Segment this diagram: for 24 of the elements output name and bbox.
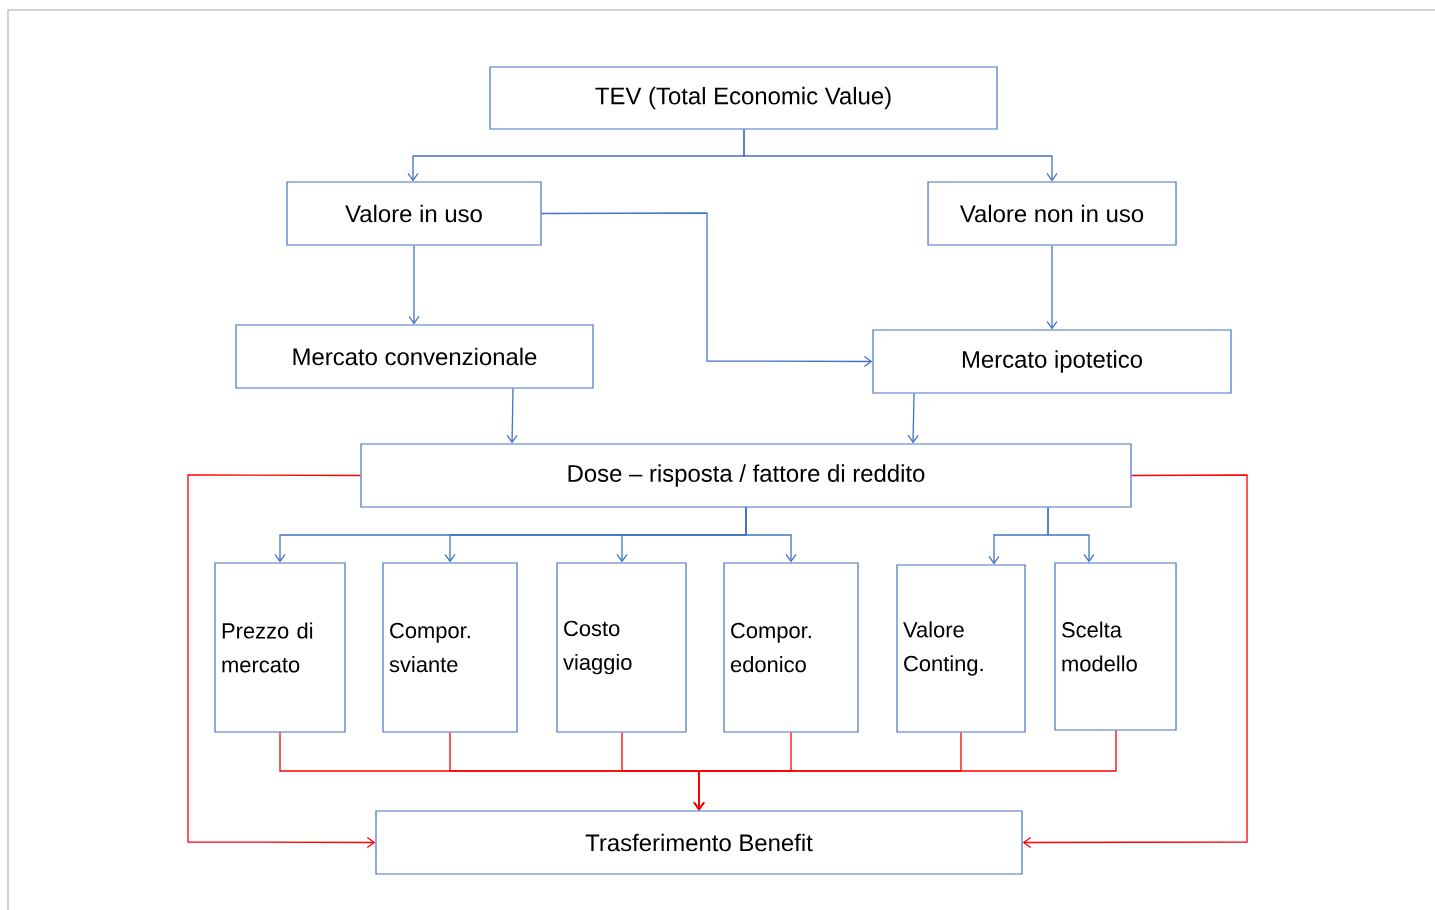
- process-box: Valore in uso: [286, 181, 542, 246]
- arrow: [1046, 244, 1058, 330]
- method-box: Prezzo di mercato: [214, 562, 346, 733]
- process-box: Dose – risposta / fattore di reddito: [360, 443, 1132, 508]
- arrow: [540, 212, 873, 368]
- method-box: Compor. sviante: [382, 562, 518, 733]
- method-box: Valore Conting.: [896, 564, 1026, 733]
- process-box: Mercato convenzionale: [235, 324, 594, 389]
- arrow: [187, 474, 376, 849]
- arrow: [693, 729, 1117, 811]
- method-box: Scelta modello: [1054, 562, 1177, 731]
- process-box: TEV (Total Economic Value): [489, 66, 998, 130]
- arrow: [1022, 474, 1248, 849]
- process-box: Valore non in uso: [927, 181, 1177, 246]
- arrow: [907, 392, 919, 444]
- arrow: [1047, 506, 1095, 563]
- arrow: [743, 128, 1058, 182]
- arrow: [506, 387, 518, 444]
- process-box: Trasferimento Benefit: [375, 810, 1023, 875]
- arrow: [408, 244, 420, 325]
- process-box: Mercato ipotetico: [872, 329, 1232, 394]
- arrow: [745, 506, 797, 563]
- method-box: Compor. edonico: [723, 562, 859, 733]
- method-box: Costo viaggio: [556, 562, 687, 733]
